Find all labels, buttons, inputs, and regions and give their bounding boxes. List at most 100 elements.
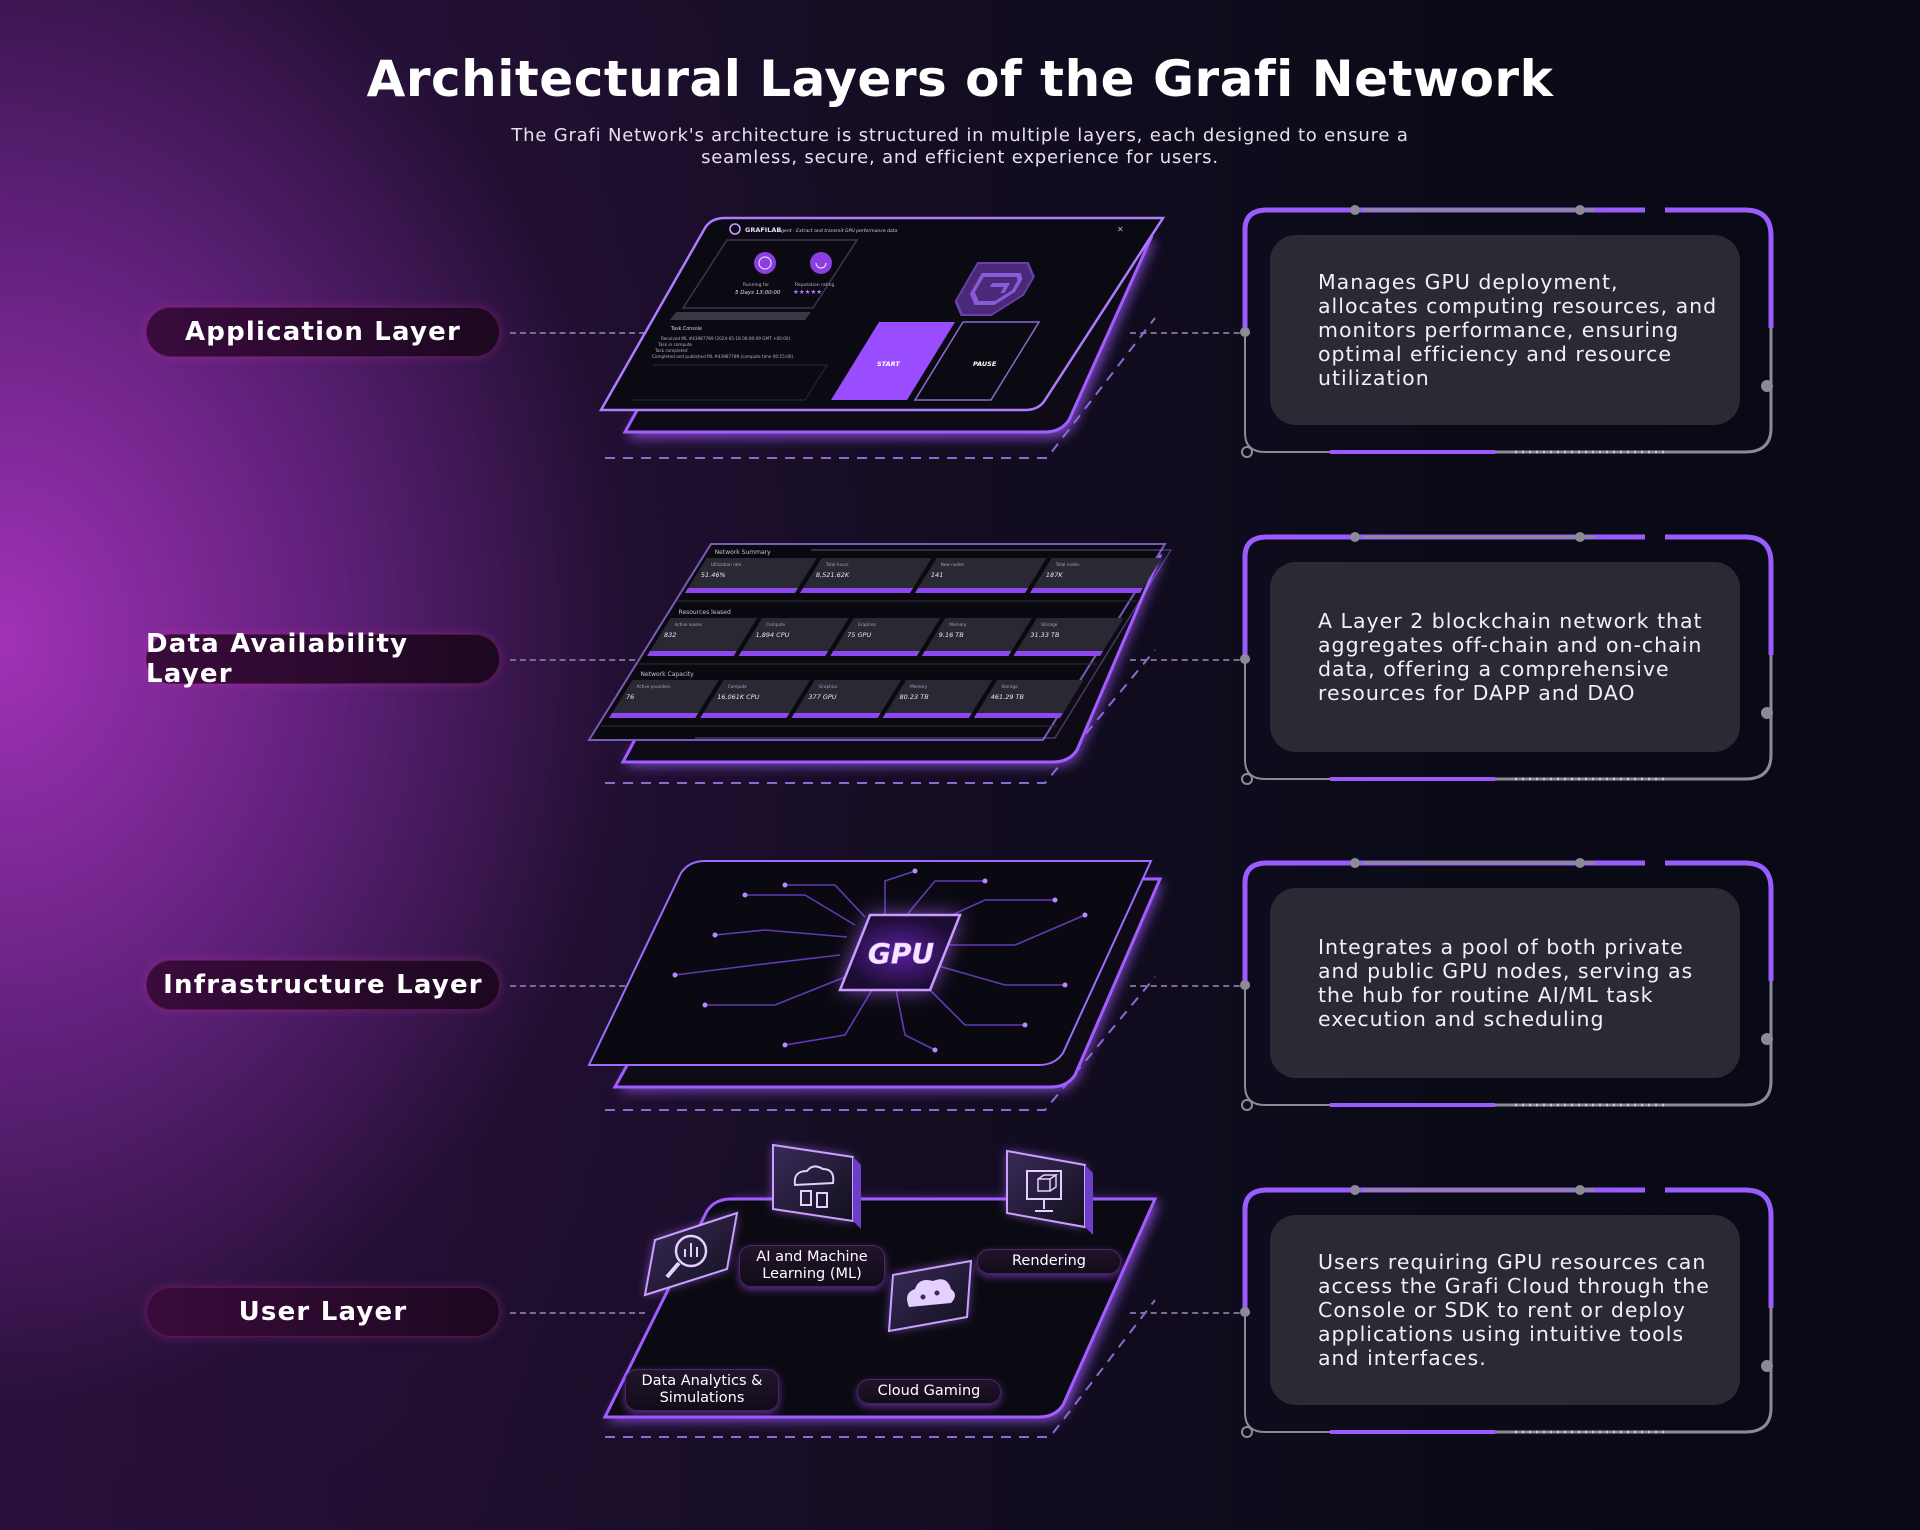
stat-card [738,618,849,656]
gpu-chip-label: GPU [868,937,935,970]
stat-name: Memory [910,684,928,689]
svg-text:PAUSE: PAUSE [973,360,997,368]
stat-value: 1,894 CPU [756,631,790,639]
stat-card [609,680,719,718]
use-case-label-ai-ml: AI and Machine Learning (ML) [739,1245,885,1287]
stat-value: 76 [626,693,634,701]
brain-cloud-icon [772,1143,861,1229]
description-box: Users requiring GPU resources can access… [1270,1215,1740,1405]
stat-name: Utilization rate [711,562,742,567]
connector-dash [510,985,645,987]
stat-card [1030,558,1162,593]
description-card-data-availability: A Layer 2 blockchain network that aggreg… [1240,532,1774,785]
card-frame [1240,532,1774,785]
stat-name: Total nodes [1055,562,1080,567]
stat-card [973,680,1084,718]
start-button[interactable]: START [831,322,955,400]
layer-label-data-availability: Data Availability Layer [146,629,500,689]
stat-bar [915,588,1028,593]
stat-value: 9.16 TB [939,631,965,639]
stat-name: Total hours [825,562,849,567]
stat-bar [647,651,737,656]
task-console-label: Task Console [670,326,702,332]
description-box: A Layer 2 blockchain network that aggreg… [1270,562,1740,752]
stat-value: 31.33 TB [1030,631,1060,639]
description-text: A Layer 2 blockchain network that aggreg… [1318,609,1703,705]
stat-name: Storage [1001,684,1018,689]
connector-dash [510,659,645,661]
magnifier-chart-icon [643,1211,739,1297]
pause-button[interactable]: PAUSE [913,321,1041,401]
stat-bar [973,713,1063,718]
console-line: Received ML #43987789 (2024-05-18 06:00:… [661,336,791,341]
grafi-logo-icon [954,262,1035,316]
reputation-label: Reputation rating [795,282,834,288]
stat-bar [830,651,920,656]
circuit-traces [674,870,1086,1051]
layer-label-infrastructure: Infrastructure Layer [146,960,500,1010]
stat-name: Graphics [858,622,877,627]
stat-card [830,618,941,656]
user-panel: AI and Machine Learning (ML) Rendering D… [595,1135,1175,1459]
stat-card [800,558,932,593]
stat-card [921,618,1032,656]
stat-bar [800,588,913,593]
stat-card [882,680,993,718]
cloud-gamepad-icon [887,1259,973,1333]
connector-dash [1130,332,1250,334]
stat-value: 141 [931,571,943,579]
stat-card [647,618,758,656]
app-window-title: Agent - Extract and transmit GPU perform… [777,228,898,234]
stat-name: New nodes [941,562,964,567]
console-line: Task completed [654,348,688,353]
stat-name: Graphics [819,684,838,689]
running-for-value: 5 Days 13:00:00 [735,290,781,296]
stat-value: 8,521.62K [816,571,850,579]
connector-dash [1130,1312,1250,1314]
close-icon: ✕ [1117,225,1124,234]
use-case-label-cloud-gaming: Cloud Gaming [857,1379,1001,1404]
data-section-title: Network Capacity [641,671,695,678]
stat-name: Active leases [675,622,703,627]
stat-bar [700,713,790,718]
running-for-label: Running for [743,282,769,288]
stat-bar [738,651,829,656]
stat-name: Compute [766,622,786,627]
stat-card [700,680,810,718]
stat-value: 16,061K CPU [717,693,760,701]
stat-card [791,680,902,718]
stat-value: 377 GPU [808,693,836,701]
layer-label-user: User Layer [146,1287,500,1337]
stat-bar [685,588,798,593]
page-title: Architectural Layers of the Grafi Networ… [366,50,1554,108]
stat-value: 461.29 TB [991,693,1025,701]
stat-value: 51.46% [701,571,726,579]
description-card-infrastructure: Integrates a pool of both private and pu… [1240,858,1774,1111]
description-card-application: Manages GPU deployment, allocates comput… [1240,205,1774,458]
card-frame [1240,1185,1774,1438]
use-case-label-data-analytics: Data Analytics & Simulations [625,1369,779,1411]
stat-name: Active providers [637,684,671,689]
stat-name: Memory [949,622,967,627]
stat-bar [1013,651,1103,656]
stat-card [1013,618,1124,656]
gpu-chip-icon: GPU [838,913,962,992]
stat-value: 187K [1046,571,1063,579]
description-box: Manages GPU deployment, allocates comput… [1270,235,1740,425]
stat-bar [609,713,699,718]
monitor-cube-icon [1006,1149,1093,1235]
connector-dash [1130,659,1250,661]
application-panel: GRAFILAB Agent - Extract and transmit GP… [595,210,1175,474]
stat-card [915,558,1047,593]
stat-name: Compute [728,684,748,689]
console-line: Completed and published ML #43987789 (co… [652,354,794,359]
description-text: Users requiring GPU resources can access… [1318,1250,1710,1370]
use-case-label-rendering: Rendering [977,1249,1121,1274]
console-line: Task in compute [657,342,692,347]
description-card-user: Users requiring GPU resources can access… [1240,1185,1774,1438]
infrastructure-panel: GPU [585,855,1175,1119]
stat-bar [791,713,881,718]
description-text: Integrates a pool of both private and pu… [1318,935,1694,1031]
connector-dash [510,1312,645,1314]
